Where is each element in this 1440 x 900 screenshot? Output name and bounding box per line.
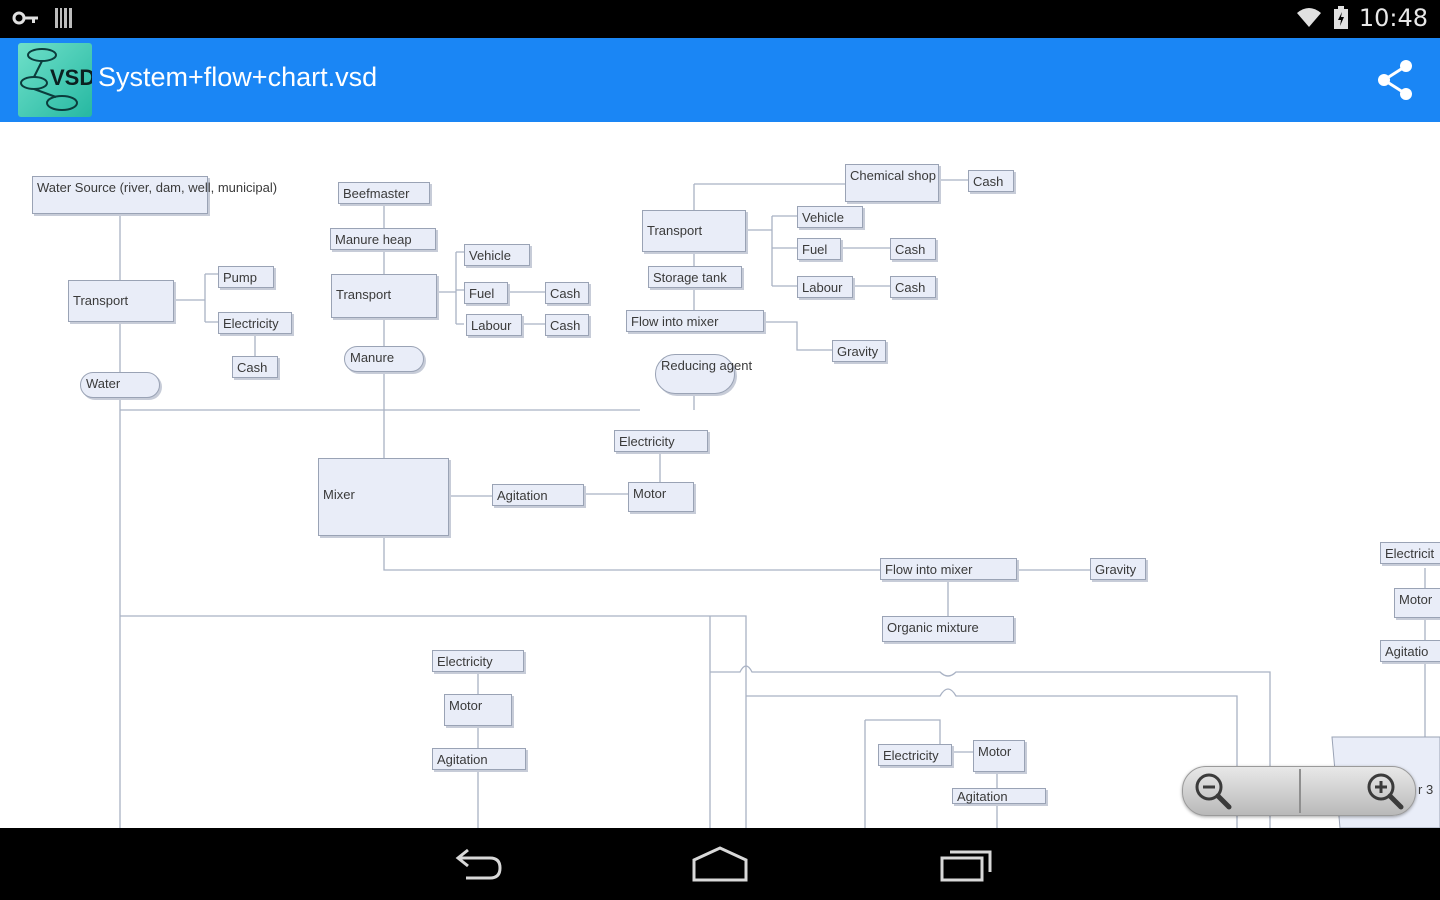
diagram-node[interactable]: Mixer (318, 458, 449, 536)
battery-icon (1333, 6, 1348, 29)
diagram-node[interactable]: Vehicle (464, 244, 530, 266)
diagram-node[interactable]: Agitation (952, 788, 1046, 804)
diagram-node[interactable]: Beefmaster (338, 182, 430, 204)
diagram-node[interactable]: Agitatio (1380, 640, 1440, 662)
diagram-node[interactable]: Water Source (river, dam, well, municipa… (32, 176, 277, 214)
diagram-node[interactable]: Electricity (614, 430, 708, 452)
zoom-in-icon (1367, 773, 1404, 810)
zoom-controls (1182, 766, 1416, 816)
diagram-node[interactable]: Vehicle (797, 206, 863, 228)
diagram-node[interactable]: Labour (466, 314, 522, 336)
diagram-node[interactable]: Transport (68, 280, 174, 322)
zoom-out-icon (1195, 773, 1232, 810)
back-icon (455, 848, 502, 880)
diagram-node[interactable]: Motor (1394, 588, 1440, 618)
home-button[interactable] (688, 844, 752, 884)
diagram-node[interactable]: Labour (797, 276, 853, 298)
diagram-node[interactable]: Cash (545, 314, 589, 336)
diagram-node[interactable]: Storage tank (648, 266, 742, 288)
diagram-node[interactable]: Cash (545, 282, 589, 304)
diagram-node[interactable]: Chemical shop (845, 164, 939, 202)
back-button[interactable] (446, 844, 510, 884)
diagram-node[interactable]: Gravity (832, 340, 886, 362)
diagram-node[interactable]: Motor (973, 740, 1025, 772)
diagram-node[interactable]: Water (80, 372, 160, 398)
action-bar: VSD System+flow+chart.vsd (0, 38, 1440, 122)
barcode-icon (55, 8, 72, 28)
diagram-node[interactable]: Electricity (218, 312, 292, 334)
diagram-node[interactable]: Flow into mixer (626, 310, 764, 332)
diagram-node[interactable]: Transport (642, 210, 746, 252)
diagram-node[interactable]: Cash (968, 170, 1014, 192)
diagram-node[interactable]: Agitation (432, 748, 526, 770)
svg-text:r 3: r 3 (1418, 782, 1433, 797)
wifi-icon (1296, 8, 1321, 27)
clock: 10:48 (1358, 4, 1428, 32)
diagram-node[interactable]: Manure heap (330, 228, 436, 250)
recent-apps-icon (940, 850, 992, 882)
zoom-in-button[interactable] (1365, 771, 1405, 811)
diagram-node[interactable]: Transport (331, 274, 437, 318)
diagram-node[interactable]: Manure (344, 346, 424, 372)
recent-apps-button[interactable] (934, 844, 998, 884)
app-logo[interactable]: VSD (18, 43, 95, 117)
diagram-node[interactable]: Motor (628, 482, 694, 512)
diagram-node[interactable]: Motor (444, 694, 512, 726)
vsd-logo-icon: VSD (20, 48, 95, 111)
navigation-bar (0, 828, 1440, 900)
diagram-node[interactable]: Fuel (464, 282, 508, 304)
share-button[interactable] (1374, 58, 1418, 102)
diagram-node[interactable]: Cash (890, 276, 936, 298)
diagram-node[interactable]: Organic mixture (882, 616, 1014, 642)
file-title: System+flow+chart.vsd (98, 62, 378, 92)
diagram-canvas[interactable]: r 3 Water Source (river, dam, well, muni… (0, 122, 1440, 828)
zoom-divider (1299, 769, 1301, 813)
diagram-node[interactable]: Flow into mixer (880, 558, 1017, 580)
diagram-node[interactable]: Fuel (797, 238, 841, 260)
diagram-node[interactable]: Electricity (878, 744, 952, 766)
key-icon (12, 11, 38, 25)
home-icon (692, 846, 748, 882)
diagram-node[interactable]: Pump (218, 266, 274, 288)
diagram-node[interactable]: Reducing agent (655, 354, 752, 394)
zoom-out-button[interactable] (1193, 771, 1233, 811)
diagram-node[interactable]: Cash (890, 238, 936, 260)
diagram-node[interactable]: Electricit (1380, 542, 1440, 564)
diagram-node[interactable]: Agitation (492, 484, 584, 506)
logo-text: VSD (50, 65, 92, 90)
status-bar: 10:48 (0, 0, 1440, 38)
diagram-node[interactable]: Gravity (1090, 558, 1146, 580)
share-icon (1378, 60, 1412, 100)
diagram-node[interactable]: Electricity (432, 650, 524, 672)
diagram-node[interactable]: Cash (232, 356, 278, 378)
